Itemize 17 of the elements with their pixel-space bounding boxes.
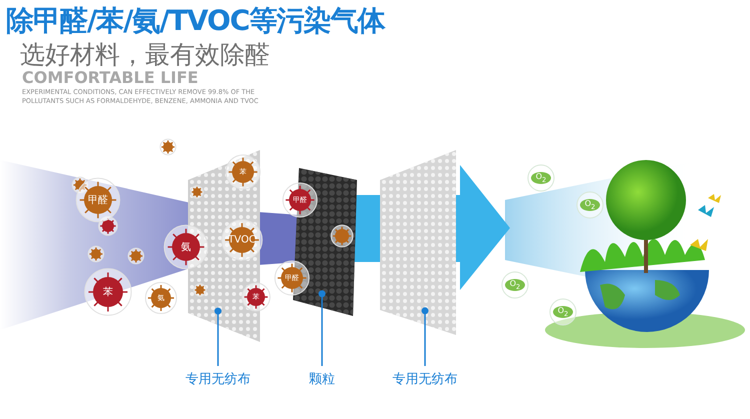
oxygen-label: O$_{2}$ <box>584 199 596 211</box>
oxygen-label: O$_{2}$ <box>510 279 520 291</box>
layer-caption: 专用无纺布 <box>184 371 252 388</box>
layer-caption: 专用无纺布 <box>392 371 458 388</box>
molecule-label: 苯 <box>103 286 113 299</box>
leader-line <box>214 308 222 366</box>
molecule-label: 氨 <box>181 241 191 254</box>
oxygen-label: O$_{2}$ <box>536 172 546 184</box>
subtitle: 选好材料，最有效除醛 <box>20 39 270 71</box>
oxygen-label: O$_{2}$ <box>558 306 568 318</box>
molecule-label: 甲醛 <box>88 194 108 207</box>
leader-line <box>318 290 326 366</box>
molecule-label: TVOC <box>228 234 256 246</box>
leader-line <box>422 307 428 366</box>
layer-caption: 颗粒 <box>308 371 336 388</box>
title: 除甲醛/苯/氨/TVOC等污染气体 <box>6 3 384 39</box>
slogan: COMFORTABLE LIFE <box>22 68 198 87</box>
